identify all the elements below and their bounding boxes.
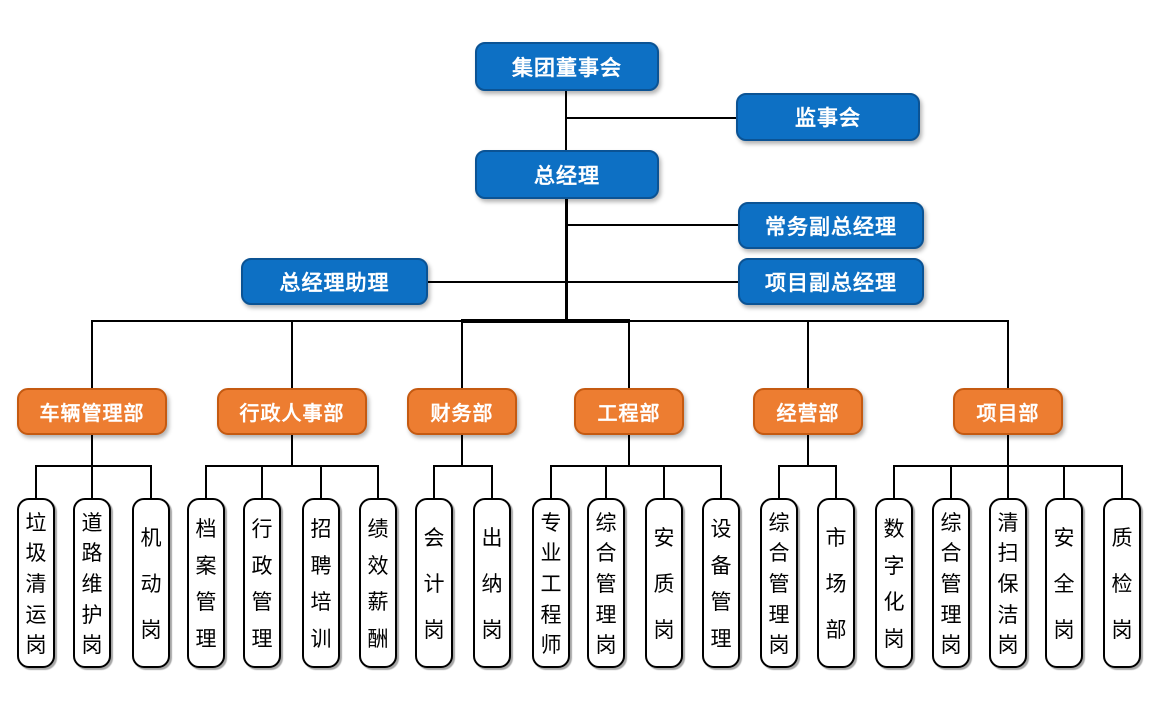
dept-node-vehicle-management: 车辆管理部: [17, 388, 167, 435]
connector-spine: [461, 319, 630, 323]
connector: [1007, 466, 1009, 498]
connector: [461, 321, 463, 388]
connector: [835, 466, 837, 498]
dept-node-operations: 经营部: [753, 388, 863, 435]
connector: [628, 434, 630, 467]
connector: [91, 466, 93, 498]
position-node: 出纳岗: [473, 498, 511, 668]
position-node: 行政管理: [243, 498, 281, 668]
connector: [461, 434, 463, 467]
dept-node-engineering: 工程部: [574, 388, 684, 435]
connector: [550, 465, 722, 467]
connector: [565, 199, 568, 322]
position-node: 设备管理: [702, 498, 740, 668]
org-node-executive-deputy-gm: 常务副总经理: [738, 202, 924, 249]
connector: [291, 434, 293, 467]
position-node: 数字化岗: [875, 498, 913, 668]
connector: [261, 466, 263, 498]
position-node: 综合管理岗: [587, 498, 625, 668]
connector: [433, 465, 493, 467]
org-node-project-deputy-gm: 项目副总经理: [738, 258, 924, 305]
position-node: 道路维护岗: [73, 498, 111, 668]
connector: [150, 466, 152, 498]
position-node: 清扫保洁岗: [989, 498, 1027, 668]
connector: [377, 466, 379, 498]
connector: [1121, 466, 1123, 498]
connector: [1007, 434, 1009, 467]
connector: [1063, 466, 1065, 498]
connector: [320, 466, 322, 498]
connector: [433, 466, 435, 498]
dept-node-admin-hr: 行政人事部: [217, 388, 367, 435]
org-node-general-manager: 总经理: [475, 150, 659, 199]
connector: [428, 281, 738, 283]
connector: [205, 465, 379, 467]
connector: [893, 466, 895, 498]
connector: [1007, 321, 1009, 388]
position-node: 招聘培训: [302, 498, 340, 668]
position-node: 市场部: [817, 498, 855, 668]
connector: [807, 321, 809, 388]
org-node-gm-assistant: 总经理助理: [241, 258, 428, 305]
connector: [778, 466, 780, 498]
position-node: 档案管理: [187, 498, 225, 668]
position-node: 综合管理岗: [760, 498, 798, 668]
org-node-supervisory-board: 监事会: [736, 93, 920, 141]
connector: [91, 321, 93, 388]
position-node: 机动岗: [132, 498, 170, 668]
position-node: 专业工程师: [532, 498, 570, 668]
connector: [628, 321, 630, 388]
connector: [35, 466, 37, 498]
connector: [566, 224, 738, 226]
connector: [565, 91, 567, 150]
dept-node-project: 项目部: [953, 388, 1063, 435]
connector: [291, 321, 293, 388]
position-node: 安质岗: [645, 498, 683, 668]
position-node: 垃圾清运岗: [17, 498, 55, 668]
position-node: 会计岗: [415, 498, 453, 668]
connector: [720, 466, 722, 498]
connector: [663, 466, 665, 498]
position-node: 安全岗: [1045, 498, 1083, 668]
connector: [778, 465, 837, 467]
dept-node-finance: 财务部: [407, 388, 517, 435]
connector: [205, 466, 207, 498]
org-node-board: 集团董事会: [475, 42, 659, 91]
connector: [566, 117, 736, 119]
connector: [950, 466, 952, 498]
connector: [91, 434, 93, 467]
position-node: 绩效薪酬: [359, 498, 397, 668]
connector: [605, 466, 607, 498]
connector: [491, 466, 493, 498]
position-node: 质检岗: [1103, 498, 1141, 668]
connector: [807, 434, 809, 467]
connector: [35, 465, 152, 467]
connector: [550, 466, 552, 498]
position-node: 综合管理岗: [932, 498, 970, 668]
